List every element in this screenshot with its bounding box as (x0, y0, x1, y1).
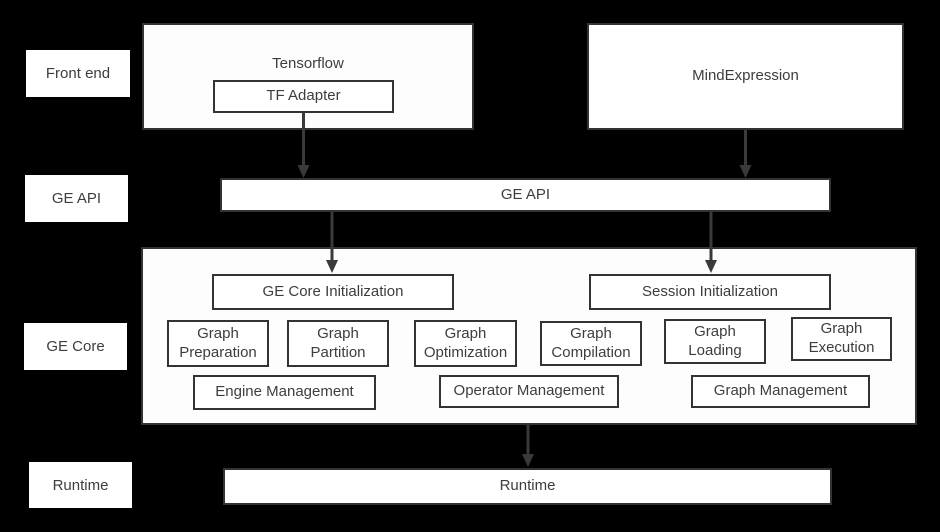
tensorflow-box: Tensorflow TF Adapter (142, 23, 474, 130)
mindexpression-box: MindExpression (587, 23, 904, 130)
operator-management-box: Operator Management (439, 375, 619, 408)
graph-partition-box: Graph Partition (287, 320, 389, 367)
graph-compilation-box: Graph Compilation (540, 321, 642, 366)
graph-loading-box: Graph Loading (664, 319, 766, 364)
tf-adapter-box: TF Adapter (213, 80, 394, 113)
engine-management-box: Engine Management (193, 375, 376, 410)
layer-label-ge-core: GE Core (24, 323, 127, 370)
graph-preparation-box: Graph Preparation (167, 320, 269, 367)
layer-label-runtime: Runtime (29, 462, 132, 508)
arrow-ge-core-to-runtime (522, 425, 534, 467)
layer-label-front-end: Front end (26, 50, 130, 97)
graph-management-box: Graph Management (691, 375, 870, 408)
arrow-mindexpression-to-ge-api (739, 130, 752, 178)
graph-execution-box: Graph Execution (791, 317, 892, 361)
ge-core-initialization-box: GE Core Initialization (212, 274, 454, 310)
session-initialization-box: Session Initialization (589, 274, 831, 310)
ge-api-box: GE API (220, 178, 831, 212)
ge-core-box: GE Core Initialization Session Initializ… (141, 247, 917, 425)
graph-optimization-box: Graph Optimization (414, 320, 517, 367)
runtime-box: Runtime (223, 468, 832, 505)
tensorflow-label: Tensorflow (272, 55, 344, 72)
layer-label-ge-api: GE API (25, 175, 128, 222)
